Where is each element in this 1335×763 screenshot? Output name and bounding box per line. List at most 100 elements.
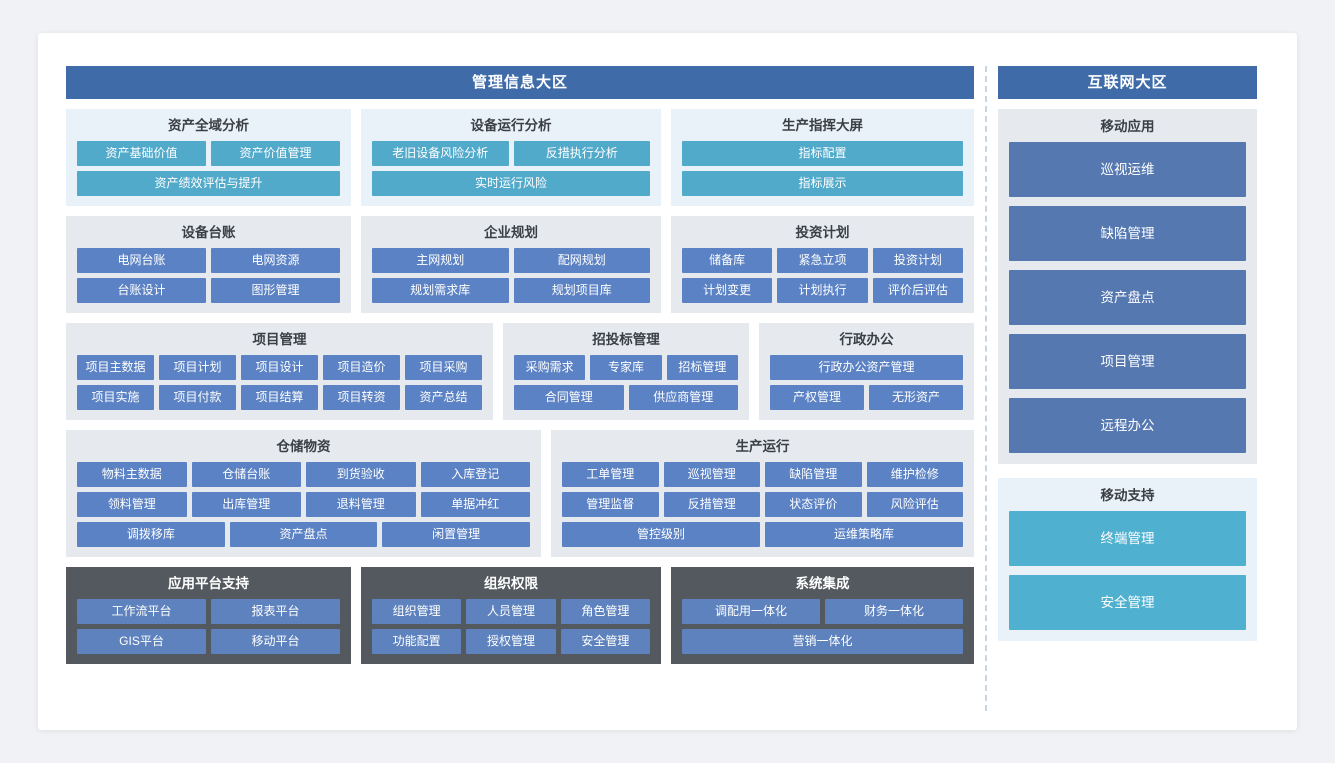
- module-button[interactable]: 反措执行分析: [513, 141, 650, 166]
- module-button[interactable]: 项目结算: [241, 385, 318, 410]
- module-button[interactable]: 招标管理: [666, 355, 738, 380]
- button-row: 主网规划配网规划: [372, 248, 650, 273]
- module-button[interactable]: 授权管理: [466, 629, 556, 654]
- zone-divider: [974, 66, 998, 711]
- module-button[interactable]: 退料管理: [306, 492, 416, 517]
- side-module-button[interactable]: 缺陷管理: [1009, 206, 1246, 261]
- module-button[interactable]: 配网规划: [513, 248, 650, 273]
- module-button[interactable]: 营销一体化: [682, 629, 963, 654]
- card-title: 仓储物资: [276, 439, 331, 454]
- module-button[interactable]: 资产总结: [405, 385, 482, 410]
- module-button[interactable]: 状态评价: [765, 492, 862, 517]
- module-button[interactable]: 到货验收: [306, 462, 416, 487]
- module-button[interactable]: 产权管理: [770, 385, 864, 410]
- button-row: GIS平台移动平台: [77, 629, 340, 654]
- module-button[interactable]: 图形管理: [211, 278, 340, 303]
- module-button[interactable]: 出库管理: [191, 492, 301, 517]
- module-button[interactable]: 指标配置: [682, 141, 963, 166]
- button-row: 指标配置: [682, 141, 963, 166]
- module-button[interactable]: 主网规划: [372, 248, 509, 273]
- module-button[interactable]: 指标展示: [682, 171, 963, 196]
- module-button[interactable]: 反措管理: [663, 492, 760, 517]
- module-button[interactable]: 供应商管理: [628, 385, 738, 410]
- module-card: 投资计划储备库紧急立项投资计划计划变更计划执行评价后评估: [671, 216, 974, 313]
- button-row: 储备库紧急立项投资计划: [682, 248, 963, 273]
- module-button[interactable]: 财务一体化: [825, 599, 963, 624]
- module-button[interactable]: 计划变更: [682, 278, 773, 303]
- module-button[interactable]: 评价后评估: [872, 278, 963, 303]
- zone-internet: 互联网大区 移动应用巡视运维缺陷管理资产盘点项目管理远程办公移动支持终端管理安全…: [998, 66, 1257, 711]
- module-button[interactable]: 资产基础价值: [77, 141, 206, 166]
- module-button[interactable]: 入库登记: [420, 462, 530, 487]
- button-row: 管理监督反措管理状态评价风险评估: [562, 492, 963, 517]
- module-button[interactable]: 组织管理: [372, 599, 462, 624]
- module-button[interactable]: 台账设计: [77, 278, 206, 303]
- module-button[interactable]: 投资计划: [872, 248, 963, 273]
- button-row: 工作流平台报表平台: [77, 599, 340, 624]
- module-button[interactable]: 闲置管理: [382, 522, 531, 547]
- module-button[interactable]: 安全管理: [560, 629, 650, 654]
- side-module-button[interactable]: 巡视运维: [1009, 142, 1246, 197]
- card-title: 系统集成: [795, 576, 850, 591]
- module-button[interactable]: 管控级别: [562, 522, 760, 547]
- module-button[interactable]: 专家库: [590, 355, 662, 380]
- side-module-button[interactable]: 远程办公: [1009, 398, 1246, 453]
- module-button[interactable]: 资产盘点: [229, 522, 378, 547]
- module-button[interactable]: 报表平台: [211, 599, 340, 624]
- module-button[interactable]: 管理监督: [562, 492, 659, 517]
- module-button[interactable]: 人员管理: [466, 599, 556, 624]
- module-button[interactable]: 项目转资: [323, 385, 400, 410]
- module-button[interactable]: 巡视管理: [663, 462, 760, 487]
- module-button[interactable]: 实时运行风险: [372, 171, 650, 196]
- module-button[interactable]: 行政办公资产管理: [770, 355, 963, 380]
- module-button[interactable]: 资产价值管理: [211, 141, 340, 166]
- module-button[interactable]: 项目采购: [405, 355, 482, 380]
- module-button[interactable]: 储备库: [682, 248, 773, 273]
- side-module-button[interactable]: 资产盘点: [1009, 270, 1246, 325]
- module-button[interactable]: GIS平台: [77, 629, 206, 654]
- side-module-button[interactable]: 终端管理: [1009, 511, 1246, 566]
- module-button[interactable]: 工作流平台: [77, 599, 206, 624]
- module-button[interactable]: 物料主数据: [77, 462, 187, 487]
- module-button[interactable]: 老旧设备风险分析: [372, 141, 509, 166]
- card-title: 生产指挥大屏: [782, 118, 863, 133]
- module-button[interactable]: 单据冲红: [420, 492, 530, 517]
- module-button[interactable]: 工单管理: [562, 462, 659, 487]
- card-title: 行政办公: [839, 332, 894, 347]
- module-button[interactable]: 调拨移库: [77, 522, 225, 547]
- module-button[interactable]: 调配用一体化: [682, 599, 820, 624]
- module-button[interactable]: 紧急立项: [777, 248, 868, 273]
- module-card: 项目管理项目主数据项目计划项目设计项目造价项目采购项目实施项目付款项目结算项目转…: [66, 323, 493, 420]
- module-button[interactable]: 移动平台: [211, 629, 340, 654]
- module-button[interactable]: 电网资源: [211, 248, 340, 273]
- module-button[interactable]: 项目计划: [159, 355, 236, 380]
- module-card: 系统集成调配用一体化财务一体化营销一体化: [671, 567, 974, 664]
- module-button[interactable]: 计划执行: [777, 278, 868, 303]
- module-button[interactable]: 无形资产: [869, 385, 963, 410]
- module-button[interactable]: 项目实施: [77, 385, 154, 410]
- module-button[interactable]: 项目造价: [323, 355, 400, 380]
- architecture-board: 管理信息大区 资产全域分析资产基础价值资产价值管理资产绩效评估与提升设备运行分析…: [66, 66, 1269, 711]
- module-button[interactable]: 采购需求: [514, 355, 586, 380]
- module-button[interactable]: 仓储台账: [191, 462, 301, 487]
- module-button[interactable]: 规划需求库: [372, 278, 509, 303]
- module-button[interactable]: 项目主数据: [77, 355, 154, 380]
- module-button[interactable]: 运维策略库: [765, 522, 963, 547]
- module-button[interactable]: 领料管理: [77, 492, 187, 517]
- module-button[interactable]: 电网台账: [77, 248, 206, 273]
- module-button[interactable]: 项目付款: [159, 385, 236, 410]
- module-button[interactable]: 规划项目库: [513, 278, 650, 303]
- side-module-button[interactable]: 项目管理: [1009, 334, 1246, 389]
- module-button[interactable]: 风险评估: [866, 492, 963, 517]
- button-row: 产权管理无形资产: [770, 385, 963, 410]
- module-button[interactable]: 角色管理: [560, 599, 650, 624]
- module-button[interactable]: 维护检修: [866, 462, 963, 487]
- side-module-button[interactable]: 安全管理: [1009, 575, 1246, 630]
- card-title: 设备运行分析: [470, 118, 552, 133]
- module-button[interactable]: 项目设计: [241, 355, 318, 380]
- module-button[interactable]: 合同管理: [514, 385, 624, 410]
- module-button[interactable]: 缺陷管理: [765, 462, 862, 487]
- module-button[interactable]: 功能配置: [372, 629, 462, 654]
- module-button[interactable]: 资产绩效评估与提升: [77, 171, 340, 196]
- zone-header-internet: 互联网大区: [998, 66, 1257, 99]
